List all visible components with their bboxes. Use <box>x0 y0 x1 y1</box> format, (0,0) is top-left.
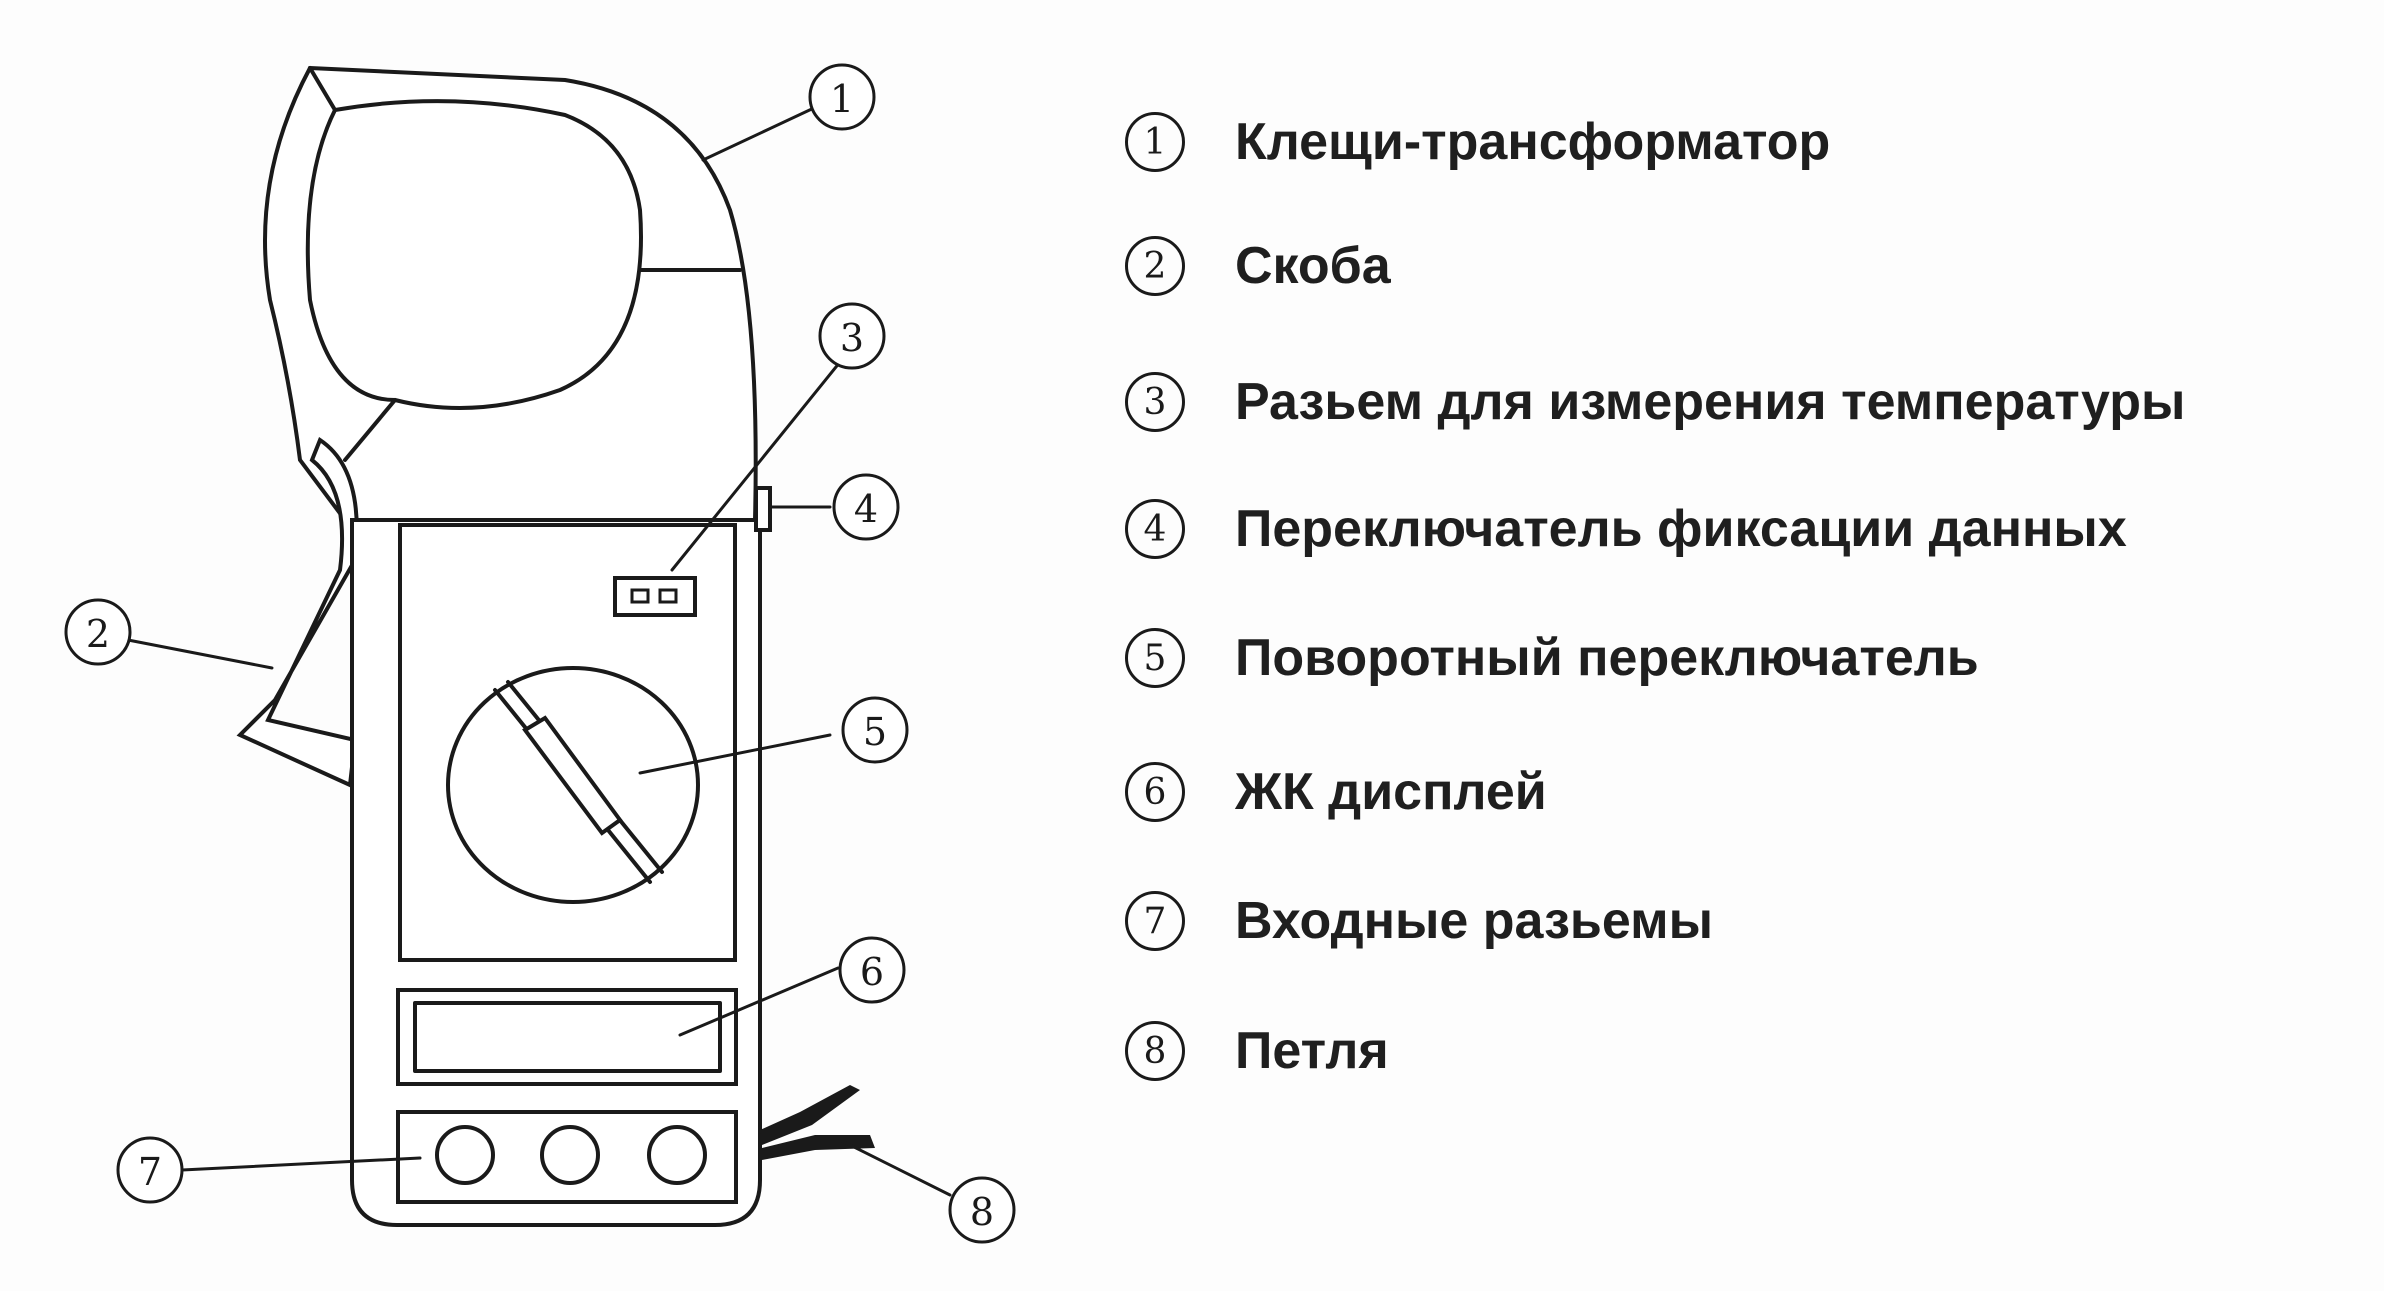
callout-1: 1 <box>808 63 876 131</box>
legend-item-2: 2 Скоба <box>1125 231 1391 301</box>
legend-item-7: 7 Входные разьемы <box>1125 886 1713 956</box>
svg-text:5: 5 <box>863 710 887 754</box>
data-hold-switch <box>754 486 772 532</box>
svg-text:1: 1 <box>830 77 854 121</box>
legend-number: 8 <box>1125 1021 1185 1081</box>
temperature-socket <box>613 576 697 617</box>
legend-label: Петля <box>1235 1022 1389 1080</box>
legend-label: ЖК дисплей <box>1235 763 1547 821</box>
legend-number: 2 <box>1125 236 1185 296</box>
legend-item-8: 8 Петля <box>1125 1016 1389 1086</box>
legend-item-3: 3 Разьем для измерения температуры <box>1125 367 2185 437</box>
svg-text:3: 3 <box>840 316 864 360</box>
legend-number: 4 <box>1125 499 1185 559</box>
legend-item-6: 6 ЖК дисплей <box>1125 757 1547 827</box>
callout-3: 3 <box>818 302 886 370</box>
legend-label: Скоба <box>1235 237 1391 295</box>
legend-number: 5 <box>1125 628 1185 688</box>
callout-2: 2 <box>64 598 132 666</box>
svg-text:6: 6 <box>860 950 884 994</box>
svg-text:8: 8 <box>970 1190 994 1234</box>
input-jack <box>540 1125 600 1185</box>
legend-item-4: 4 Переключатель фиксации данных <box>1125 494 2127 564</box>
callout-5: 5 <box>841 696 909 764</box>
legend-number: 6 <box>1125 762 1185 822</box>
lcd-display <box>396 988 738 1086</box>
legend-number: 7 <box>1125 891 1185 951</box>
callout-8: 8 <box>948 1176 1016 1244</box>
strap-loop <box>760 1085 875 1160</box>
callout-4: 4 <box>832 473 900 541</box>
legend-item-1: 1 Клещи-трансформатор <box>1125 107 1830 177</box>
legend-number: 3 <box>1125 372 1185 432</box>
svg-text:2: 2 <box>86 612 110 656</box>
rotary-switch-knob <box>493 680 664 884</box>
legend-label: Разьем для измерения температуры <box>1235 373 2186 431</box>
leader-lines <box>126 105 952 1197</box>
meter-body <box>350 486 772 1227</box>
svg-text:4: 4 <box>854 487 878 531</box>
legend-label: Поворотный переключатель <box>1235 629 1979 687</box>
legend-label: Входные разьемы <box>1235 892 1714 950</box>
svg-text:7: 7 <box>138 1150 162 1194</box>
callout-7: 7 <box>116 1136 184 1204</box>
legend-label: Переключатель фиксации данных <box>1235 500 2127 558</box>
input-jack <box>435 1125 495 1185</box>
legend-number: 1 <box>1125 112 1185 172</box>
clamp-jaw <box>263 65 758 522</box>
trigger-bracket <box>236 436 359 788</box>
legend-item-5: 5 Поворотный переключатель <box>1125 623 1979 693</box>
legend-label: Клещи-трансформатор <box>1235 113 1831 171</box>
input-jack <box>647 1125 707 1185</box>
callout-6: 6 <box>838 936 906 1004</box>
